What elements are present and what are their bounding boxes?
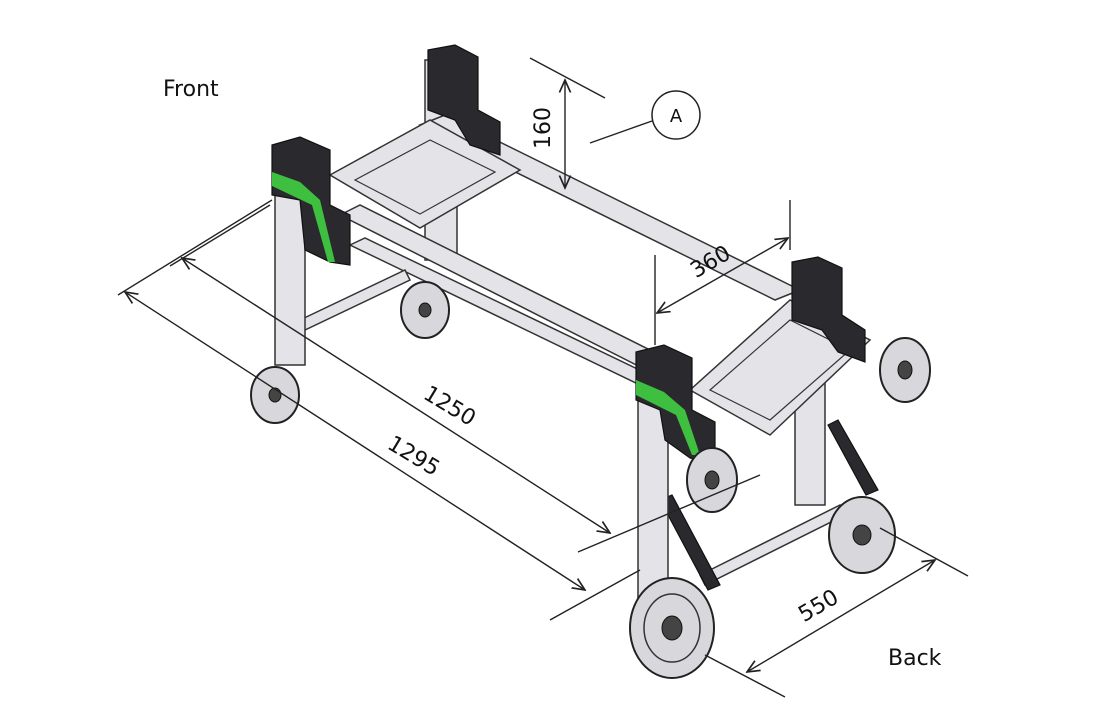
cart-frame — [274, 59, 879, 601]
dim-1250-label: 1250 — [419, 381, 480, 431]
dim-line-550 — [747, 560, 935, 672]
dim-160-label: 160 — [531, 107, 556, 149]
dimension-lines — [117, 57, 969, 698]
dim-line-360 — [657, 238, 788, 313]
callout-a-circle — [651, 90, 701, 140]
handle-front-right — [427, 44, 501, 156]
front-label: Front — [163, 77, 219, 102]
handle-back-right — [791, 256, 866, 363]
back-lower-bar — [698, 503, 847, 587]
front-cross-frame — [328, 119, 522, 229]
rail-lower — [348, 237, 652, 386]
callout-a-label: A — [670, 106, 683, 127]
dim-line-1295 — [125, 292, 585, 590]
handles — [271, 44, 866, 466]
dim-550-label: 550 — [794, 585, 843, 628]
dim-1295-label: 1295 — [383, 431, 444, 481]
back-label: Back — [888, 646, 942, 671]
brace-right — [827, 419, 879, 496]
front-lower-bar — [298, 269, 412, 331]
